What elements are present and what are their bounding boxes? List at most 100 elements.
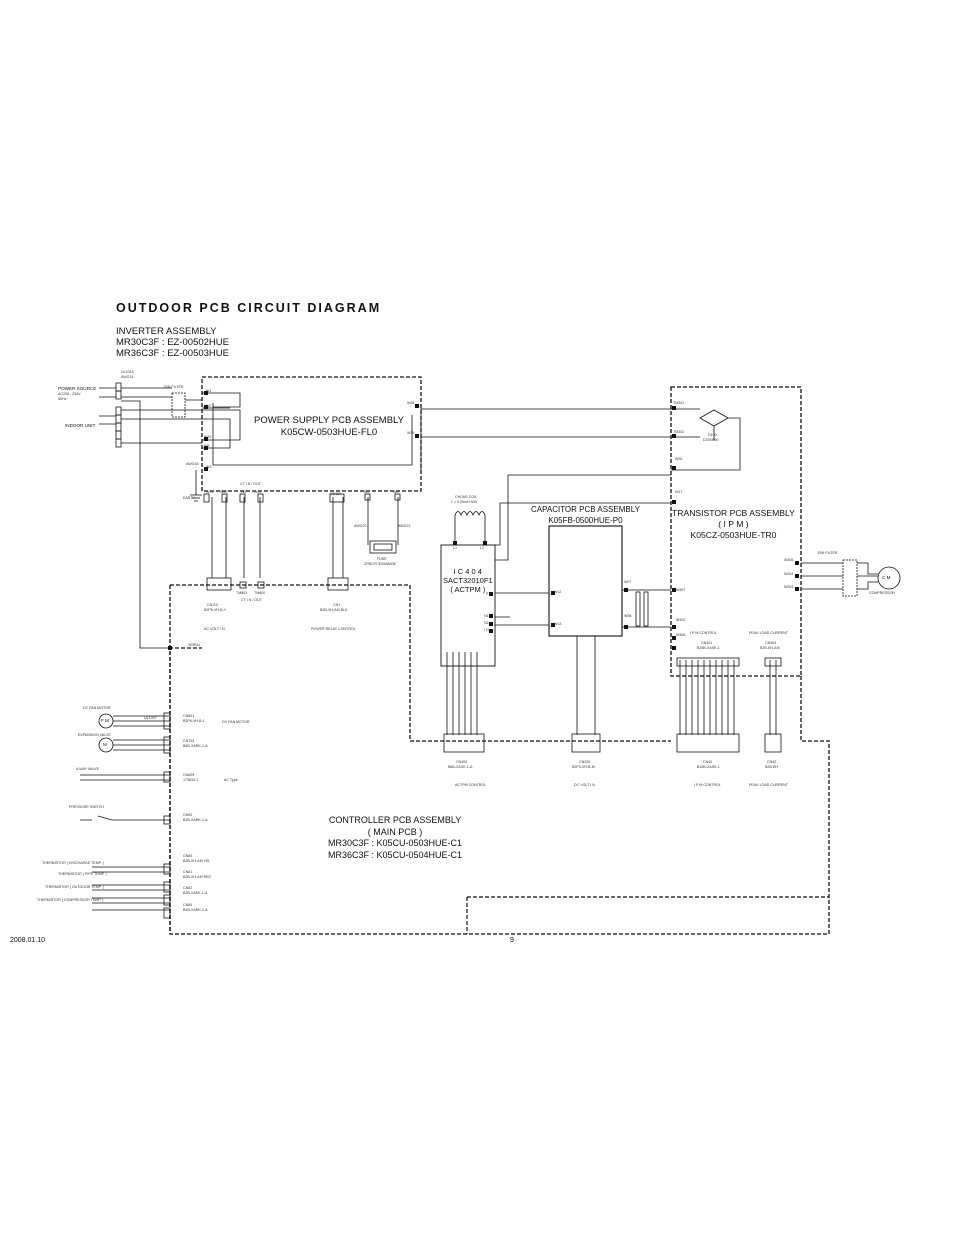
terminal-w21: W21 bbox=[254, 490, 262, 494]
expansion-motor-symbol: M bbox=[103, 742, 107, 747]
capacitor-pcb-box bbox=[548, 525, 623, 637]
fuse-part: ZPBOYCE000A008 bbox=[364, 562, 396, 566]
terminal-w19: W19 bbox=[206, 490, 214, 494]
cn80-name: CN80 bbox=[183, 854, 193, 858]
terminal-w302: W302 bbox=[676, 618, 686, 622]
cn200-part: B2P3-VH-B-M bbox=[572, 765, 595, 769]
compressor-motor-symbol: C M bbox=[882, 575, 891, 580]
controller-part-mr30: MR30C3F : K05CU-0503HUE-C1 bbox=[328, 838, 463, 848]
transistor-assembly-label: TRANSISTOR PCB ASSEMBLY ( I P M ) K05CZ-… bbox=[672, 508, 795, 541]
cn110-part: B2P5-VH-B-Y bbox=[204, 608, 227, 612]
cn303-part: B2B-EH-AM bbox=[760, 646, 780, 650]
controller-part-mr36: MR36C3F : K05CU-0504HUE-C1 bbox=[328, 849, 463, 860]
terminal-l1: L1 bbox=[453, 546, 457, 550]
page-title: OUTDOOR PCB CIRCUIT DIAGRAM bbox=[116, 301, 382, 315]
four-way-valve-label: 4-WAY VALVE bbox=[76, 767, 99, 771]
terminal-w5: W5 bbox=[364, 490, 370, 494]
capacitor-title: CAPACITOR PCB ASSEMBLY bbox=[531, 505, 640, 514]
cn703-name: CN703 bbox=[183, 739, 195, 743]
capacitor-assembly-label: CAPACITOR PCB ASSEMBLY K05FB-0500HUE-P0 bbox=[531, 504, 640, 526]
transistor-ipm: ( I P M ) bbox=[718, 519, 749, 529]
cn90-part: B2B-XARK-1-A bbox=[183, 818, 208, 822]
footer-page-number: 9 bbox=[510, 937, 514, 944]
emi-filter-right-label: EMI FILTER bbox=[818, 551, 838, 555]
ic404-label: I C 4 0 4 SACT32010F1 ( ACTPM ) bbox=[443, 567, 493, 594]
terminal-n2: N2 bbox=[484, 621, 489, 625]
power-supply-assembly-label: POWER SUPPLY PCB ASSEMBLY K05CW-0503HUE-… bbox=[254, 415, 404, 439]
terminal-tm801: TM801 bbox=[236, 591, 248, 595]
thermistor-outdoor-label: THERMISTOR ( OUTDOOR TEMP. ) bbox=[45, 885, 104, 889]
ipm-control-top-label: I P M CONTROL bbox=[690, 631, 717, 635]
power-source-hz: 60Hz bbox=[58, 397, 67, 401]
terminal-w12: W12 bbox=[554, 590, 562, 594]
transistor-pcb-box bbox=[670, 386, 802, 677]
ct-in-out-bottom: CT I N / OUT bbox=[241, 598, 262, 602]
cn42-name: CN42 bbox=[767, 760, 777, 764]
pressure-switch-label: PRESSURE SWITCH bbox=[69, 805, 104, 809]
dc-fan-motor-left-label: DC FAN MOTOR bbox=[83, 706, 111, 710]
diode-label: D100 bbox=[708, 433, 717, 437]
power-supply-part: K05CW-0503HUE-FL0 bbox=[280, 427, 378, 438]
terminal-w36: W36 bbox=[675, 457, 683, 461]
indoor-unit-label: INDOOR UNIT bbox=[65, 423, 96, 428]
terminal-w17: W17 bbox=[675, 490, 683, 494]
cn303-name: CN303 bbox=[765, 641, 777, 645]
ac-volt-in-label: AC VOLT I N bbox=[204, 627, 225, 631]
expansion-valve-label: EXPANSION VALVE bbox=[78, 733, 111, 737]
ic404-box bbox=[440, 544, 496, 667]
cn84-name: CN84 bbox=[183, 903, 193, 907]
terminal-tm301: TM301 bbox=[673, 401, 685, 405]
cn42-part: B2B-EH bbox=[765, 765, 778, 769]
emi-filter-label: EMI FILTER bbox=[164, 385, 184, 389]
cn100-name: CN100 bbox=[330, 492, 342, 496]
cn90-name: CN90 bbox=[183, 813, 193, 817]
power-source-label: POWER SOURCE bbox=[58, 386, 97, 391]
cn301-part: B15B-XASK-1 bbox=[697, 646, 720, 650]
terminal-w305: W305 bbox=[784, 558, 794, 562]
thermistor-compressor-label: THERMISTOR ( COMPRESSOR TEMP. ) bbox=[37, 898, 104, 902]
cn301-name: CN301 bbox=[701, 641, 713, 645]
ct-in-out-top: CT I N / OUT bbox=[240, 482, 261, 486]
controller-assembly-label: CONTROLLER PCB ASSEMBLY ( MAIN PCB ) MR3… bbox=[328, 815, 462, 861]
cn81-name: CN81 bbox=[183, 870, 193, 874]
thermistor-discharge-label: THERMISTOR ( DISCHARGE TEMP. ) bbox=[42, 861, 104, 865]
terminal-w29: W29 bbox=[407, 431, 415, 435]
terminal-w9: W9 bbox=[204, 444, 210, 448]
compressor-label: COMPRESSOR bbox=[869, 591, 895, 595]
peak-load-top-label: PEAK LOAD CURRENT bbox=[749, 631, 788, 635]
ic404-actpm: ( ACTPM ) bbox=[450, 585, 486, 594]
terminal-w304: W304 bbox=[784, 572, 794, 576]
terminal-tm302: TM302 bbox=[673, 430, 685, 434]
wire-label-awg16: AWG16 bbox=[186, 462, 199, 466]
terminal-w303: W303 bbox=[784, 585, 794, 589]
terminal-p: P bbox=[486, 592, 489, 596]
ac-type-label: AC Type bbox=[224, 778, 238, 782]
cn400-part: B6B-XASK-1-A bbox=[448, 765, 473, 769]
cn601-part: B3P6-VH-B-L bbox=[183, 719, 205, 723]
ic404-title: I C 4 0 4 bbox=[453, 567, 482, 576]
choke-coil-label: CHOKE COIL bbox=[455, 495, 478, 499]
terminal-tm800: TM800 bbox=[254, 591, 266, 595]
choke-coil-spec: L = 0.26mH 30A bbox=[451, 500, 477, 504]
controller-title: CONTROLLER PCB ASSEMBLY bbox=[328, 815, 462, 825]
actpm-control-label: ACTPM CONTROL bbox=[455, 783, 487, 787]
dc-volt-in-label: DC VOLT I N bbox=[574, 783, 595, 787]
cn703-part: B6B-XARK-1-A bbox=[183, 744, 208, 748]
cn400-name: CN400 bbox=[456, 760, 468, 764]
wire-label-awg22: AWG22 bbox=[398, 524, 411, 528]
wire-label-awg20: AWG20 bbox=[354, 524, 367, 528]
terminal-w28: W28 bbox=[407, 401, 415, 405]
cn84-part: B2B-XARK-1-A bbox=[183, 908, 208, 912]
terminal-w2: W2 bbox=[206, 404, 212, 408]
terminal-w1: W1 bbox=[206, 389, 212, 393]
terminal-w307: W307 bbox=[676, 588, 686, 592]
controller-main-pcb: ( MAIN PCB ) bbox=[367, 826, 423, 837]
cn1-name: CN1 bbox=[333, 603, 341, 607]
terminal-w07: W07 bbox=[624, 580, 632, 584]
earth-label: EARTH bbox=[183, 496, 196, 500]
terminal-w13: W13 bbox=[554, 622, 562, 626]
controller-pcb-outline bbox=[169, 584, 830, 935]
ic404-part: SACT32010F1 bbox=[443, 576, 493, 585]
cn82-part: B2B-XAEK-1-A bbox=[183, 891, 208, 895]
terminal-w4: W4 bbox=[241, 490, 247, 494]
